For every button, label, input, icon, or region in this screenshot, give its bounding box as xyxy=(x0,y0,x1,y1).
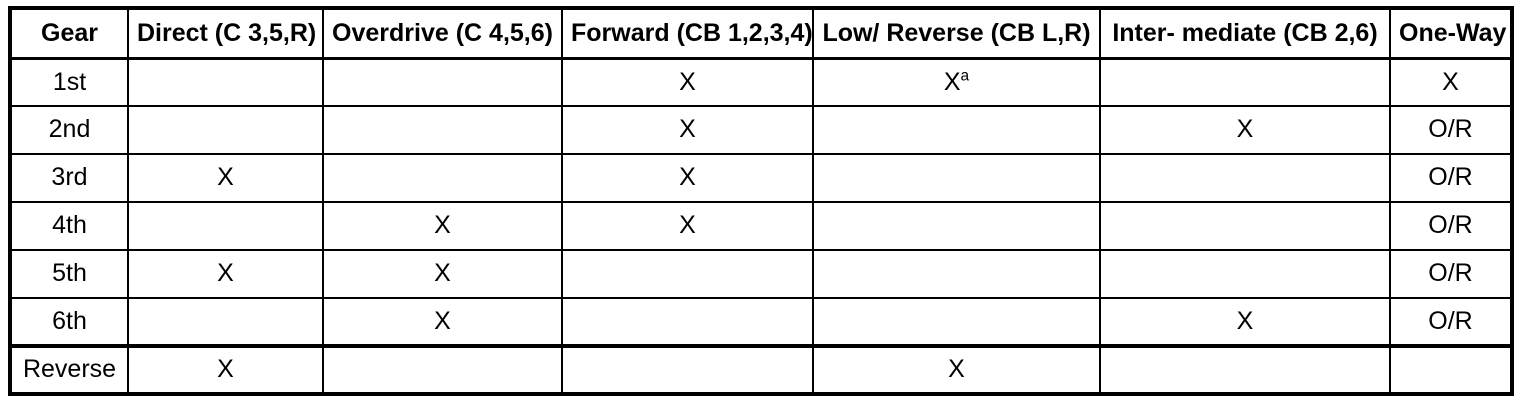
cell-direct xyxy=(127,105,324,155)
column-header-intermediate: Inter- mediate (CB 2,6) xyxy=(1099,7,1391,60)
cell-forward: X xyxy=(561,105,814,155)
column-header-forward: Forward (CB 1,2,3,4) xyxy=(561,7,814,60)
table-row: 2nd X X O/R xyxy=(9,105,1513,155)
column-header-direct: Direct (C 3,5,R) xyxy=(127,7,324,60)
cell-overdrive xyxy=(322,57,563,107)
cell-direct: X xyxy=(127,344,324,395)
cell-intermediate xyxy=(1099,57,1391,107)
cell-gear: Reverse xyxy=(9,344,129,395)
cell-overdrive: X xyxy=(322,201,563,251)
cell-direct xyxy=(127,201,324,251)
cell-one-way xyxy=(1389,344,1513,395)
cell-low-reverse xyxy=(812,201,1101,251)
cell-one-way: O/R xyxy=(1389,153,1513,203)
cell-forward: X xyxy=(561,201,814,251)
cell-forward xyxy=(561,249,814,299)
cell-gear: 4th xyxy=(9,201,129,251)
column-header-one-way: One-Way xyxy=(1389,7,1513,60)
gear-application-table-container: Gear Direct (C 3,5,R) Overdrive (C 4,5,6… xyxy=(8,6,1514,396)
cell-gear: 6th xyxy=(9,297,129,347)
table-row: 1st X Xa X xyxy=(9,57,1513,107)
cell-value: X xyxy=(948,355,965,384)
cell-one-way: X xyxy=(1389,57,1513,107)
table-row: 5th X X O/R xyxy=(9,249,1513,299)
cell-gear: 3rd xyxy=(9,153,129,203)
cell-intermediate xyxy=(1099,249,1391,299)
cell-one-way: O/R xyxy=(1389,105,1513,155)
table-row: 4th X X O/R xyxy=(9,201,1513,251)
cell-forward xyxy=(561,344,814,395)
cell-intermediate xyxy=(1099,201,1391,251)
cell-low-reverse xyxy=(812,249,1101,299)
cell-forward: X xyxy=(561,153,814,203)
table-row: 3rd X X O/R xyxy=(9,153,1513,203)
cell-low-reverse xyxy=(812,153,1101,203)
cell-forward xyxy=(561,297,814,347)
cell-overdrive xyxy=(322,105,563,155)
header-row: Gear Direct (C 3,5,R) Overdrive (C 4,5,6… xyxy=(9,7,1513,60)
cell-one-way: O/R xyxy=(1389,297,1513,347)
cell-overdrive xyxy=(322,344,563,395)
cell-direct xyxy=(127,297,324,347)
column-header-gear: Gear xyxy=(9,7,129,60)
cell-low-reverse: X xyxy=(812,344,1101,395)
cell-direct xyxy=(127,57,324,107)
table-row: 6th X X O/R xyxy=(9,297,1513,347)
cell-intermediate xyxy=(1099,153,1391,203)
cell-gear: 5th xyxy=(9,249,129,299)
cell-overdrive: X xyxy=(322,249,563,299)
cell-gear: 1st xyxy=(9,57,129,107)
cell-intermediate xyxy=(1099,344,1391,395)
table-row: Reverse X X xyxy=(9,344,1513,395)
cell-low-reverse xyxy=(812,105,1101,155)
table-header: Gear Direct (C 3,5,R) Overdrive (C 4,5,6… xyxy=(9,7,1513,60)
footnote-marker: a xyxy=(960,67,970,85)
cell-low-reverse xyxy=(812,297,1101,347)
cell-low-reverse: Xa xyxy=(812,57,1101,107)
gear-application-table: Gear Direct (C 3,5,R) Overdrive (C 4,5,6… xyxy=(8,6,1514,396)
cell-gear: 2nd xyxy=(9,105,129,155)
cell-intermediate: X xyxy=(1099,297,1391,347)
cell-one-way: O/R xyxy=(1389,201,1513,251)
table-body: 1st X Xa X 2nd X X O/R 3rd X xyxy=(9,57,1513,395)
column-header-overdrive: Overdrive (C 4,5,6) xyxy=(322,7,563,60)
cell-one-way: O/R xyxy=(1389,249,1513,299)
cell-value: X xyxy=(943,67,961,96)
cell-overdrive xyxy=(322,153,563,203)
cell-direct: X xyxy=(127,153,324,203)
column-header-low-reverse: Low/ Reverse (CB L,R) xyxy=(812,7,1101,60)
cell-forward: X xyxy=(561,57,814,107)
cell-intermediate: X xyxy=(1099,105,1391,155)
cell-overdrive: X xyxy=(322,297,563,347)
cell-direct: X xyxy=(127,249,324,299)
